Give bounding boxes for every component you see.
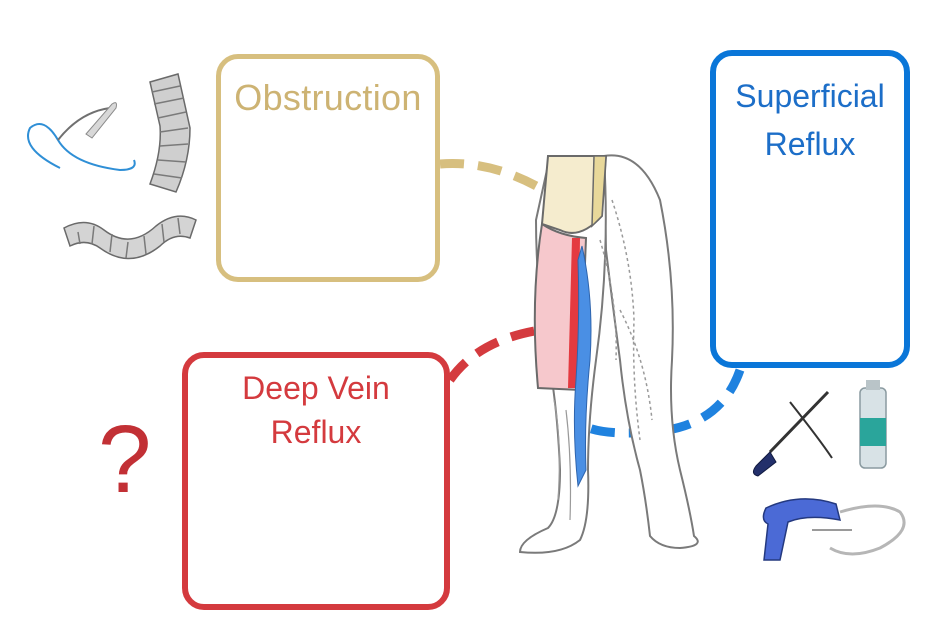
deep-vein-reflux-label-line2: Reflux — [188, 414, 444, 451]
flexible-stent-icon — [64, 216, 196, 258]
superficial-reflux-label-line1: Superficial — [716, 78, 904, 115]
sclerosant-foam-canister-icon — [860, 380, 886, 468]
venous-stent-icon — [150, 74, 190, 192]
vein-closure-gun-icon — [763, 499, 904, 560]
deep-vein-reflux-label-line1: Deep Vein — [188, 370, 444, 407]
obstruction-box: Obstruction — [216, 54, 440, 282]
obstruction-label: Obstruction — [221, 77, 435, 119]
guidewire-balloon-catheter-icon — [28, 103, 135, 170]
deep-vein-reflux-box: Deep Vein Reflux — [182, 352, 450, 610]
ablation-catheter-icon — [753, 392, 832, 476]
superficial-reflux-label-line2: Reflux — [716, 126, 904, 163]
obstruction-connector — [440, 164, 540, 189]
superficial-reflux-box: Superficial Reflux — [710, 50, 910, 368]
question-mark: ? — [98, 412, 151, 508]
deep-vein-connector — [450, 330, 540, 380]
leg-vein-anatomy-icon — [520, 155, 698, 552]
